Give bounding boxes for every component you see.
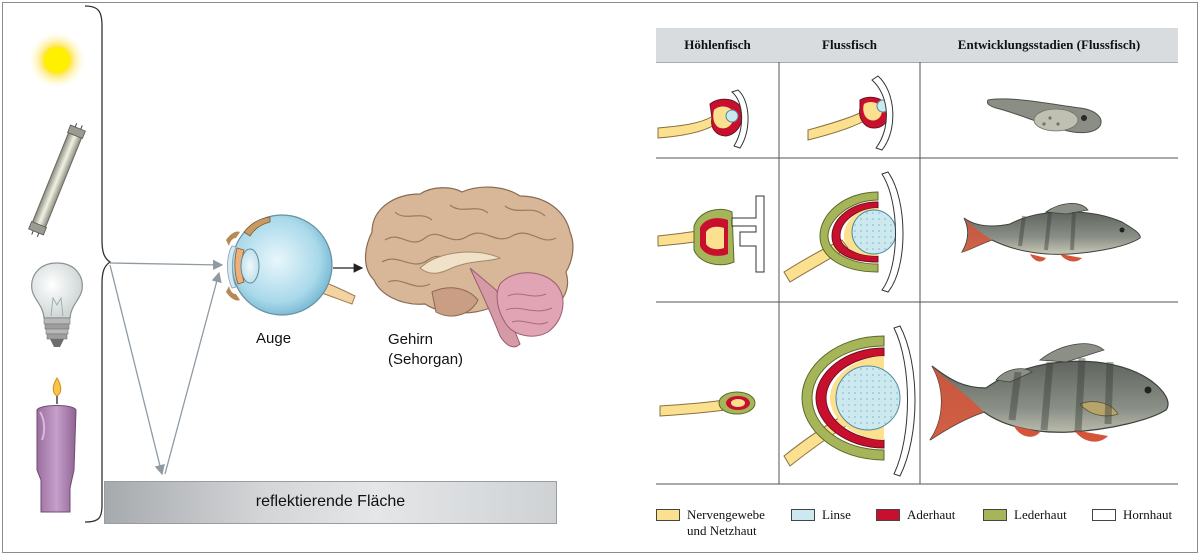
river-fish-eye-stage-2 [783,171,904,293]
brain-illustration [364,186,574,348]
header-development-stages: Entwicklungsstadien (Flussfisch) [920,28,1178,62]
legend-item-cornea: Hornhaut [1092,507,1192,547]
brain-label-line1: Gehirn [388,331,434,348]
brain-label: Gehirn (Sehorgan) [388,330,463,370]
legend-item-nerve-tissue: Nervengewebe und Netzhaut [656,507,776,547]
legend-swatch [876,509,900,521]
cave-fish-eye-stage-1 [657,89,749,149]
sun-icon [29,32,85,88]
legend-label: Lederhaut [1014,507,1067,522]
reflective-surface: reflektierende Fläche [104,481,557,524]
candle-icon [36,377,77,513]
ray-reflected [164,271,222,475]
legend-swatch [656,509,680,521]
legend-item-choroid: Aderhaut [876,507,976,547]
legend-label: Aderhaut [907,507,956,522]
ray-to-surface [109,264,165,476]
header-river-fish: Flussfisch [779,28,920,62]
legend-item-lens: Linse [791,507,871,547]
legend-swatch [1092,509,1116,521]
brain-label-line2: (Sehorgan) [388,351,464,368]
cave-fish-eye-stage-3 [659,391,756,417]
curly-brace [84,5,112,523]
river-fish-eye-stage-3 [783,325,916,477]
river-fish-eye-stage-1 [807,75,894,151]
eye-illustration [226,214,356,316]
adult-perch [929,343,1169,442]
legend-swatch [983,509,1007,521]
table-grid [656,28,1178,485]
legend-label: Nervengewebe und Netzhaut [687,507,765,538]
reflective-surface-label: reflektierende Fläche [255,493,406,510]
header-cave-fish: Höhlenfisch [656,28,779,62]
light-bulb-icon [31,262,83,347]
comparison-table: Höhlenfisch Flussfisch Entwicklungsstadi… [656,28,1178,484]
legend-label: Hornhaut [1123,507,1173,522]
legend-swatch [791,509,815,521]
legend-item-sclera: Lederhaut [983,507,1083,547]
ray-to-eye [109,259,224,271]
juvenile-perch [960,203,1141,262]
eye-label: Auge [256,330,292,347]
larva-fish [987,98,1102,134]
legend-label: Linse [822,507,851,522]
cave-fish-eye-stage-2 [657,195,765,273]
fluorescent-tube-icon [28,123,86,237]
